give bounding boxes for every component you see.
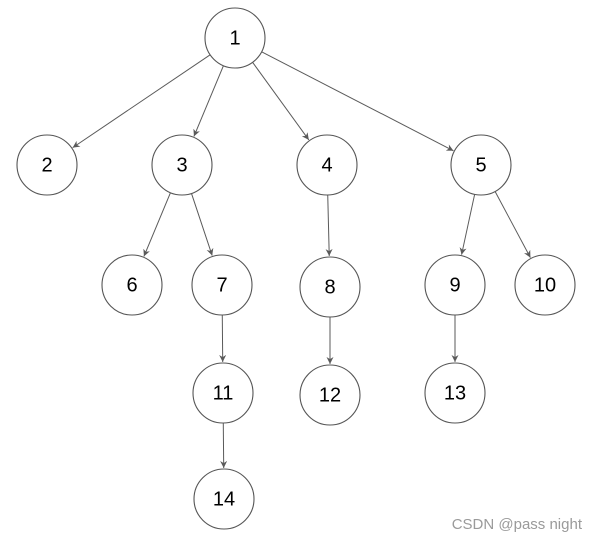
node-9: 9	[424, 254, 486, 316]
node-circle	[193, 468, 255, 530]
node-circle	[514, 254, 576, 316]
node-2: 2	[16, 134, 78, 196]
node-label: 6	[126, 274, 137, 296]
node-label: 7	[216, 274, 227, 296]
node-12: 12	[299, 364, 361, 426]
edge-5-9	[459, 194, 476, 255]
node-circle	[191, 254, 253, 316]
node-5: 5	[450, 134, 512, 196]
watermark: CSDN @pass night	[451, 516, 582, 533]
node-circle	[424, 254, 486, 316]
node-circle	[299, 256, 361, 318]
node-circle	[16, 134, 78, 196]
edges-layer	[72, 51, 531, 469]
node-label: 10	[534, 274, 556, 296]
node-circle	[450, 134, 512, 196]
edge-1-4	[252, 62, 310, 141]
node-3: 3	[151, 134, 213, 196]
node-circle	[101, 254, 163, 316]
node-1: 1	[204, 7, 266, 69]
node-7: 7	[191, 254, 253, 316]
node-10: 10	[514, 254, 576, 316]
node-label: 2	[41, 154, 52, 176]
node-label: 13	[444, 382, 466, 404]
node-label: 5	[475, 154, 486, 176]
node-label: 9	[449, 274, 460, 296]
edge-3-6	[143, 192, 171, 257]
node-8: 8	[299, 256, 361, 318]
node-label: 1	[229, 27, 240, 49]
node-circle	[192, 362, 254, 424]
node-circle	[296, 134, 358, 196]
edge-1-5	[261, 51, 454, 152]
node-14: 14	[193, 468, 255, 530]
node-label: 12	[319, 384, 341, 406]
node-label: 4	[321, 154, 332, 176]
node-label: 11	[213, 382, 234, 404]
node-label: 3	[176, 154, 187, 176]
node-6: 6	[101, 254, 163, 316]
node-13: 13	[424, 362, 486, 424]
edge-4-8	[325, 194, 333, 257]
node-circle	[151, 134, 213, 196]
node-circle	[204, 7, 266, 69]
edge-3-7	[191, 193, 214, 256]
node-label: 8	[324, 276, 335, 298]
node-circle	[299, 364, 361, 426]
node-11: 11	[192, 362, 254, 424]
edge-1-2	[72, 54, 211, 149]
node-4: 4	[296, 134, 358, 196]
node-circle	[424, 362, 486, 424]
node-label: 14	[213, 488, 235, 510]
edge-1-3	[193, 65, 224, 137]
edge-5-10	[494, 191, 531, 258]
